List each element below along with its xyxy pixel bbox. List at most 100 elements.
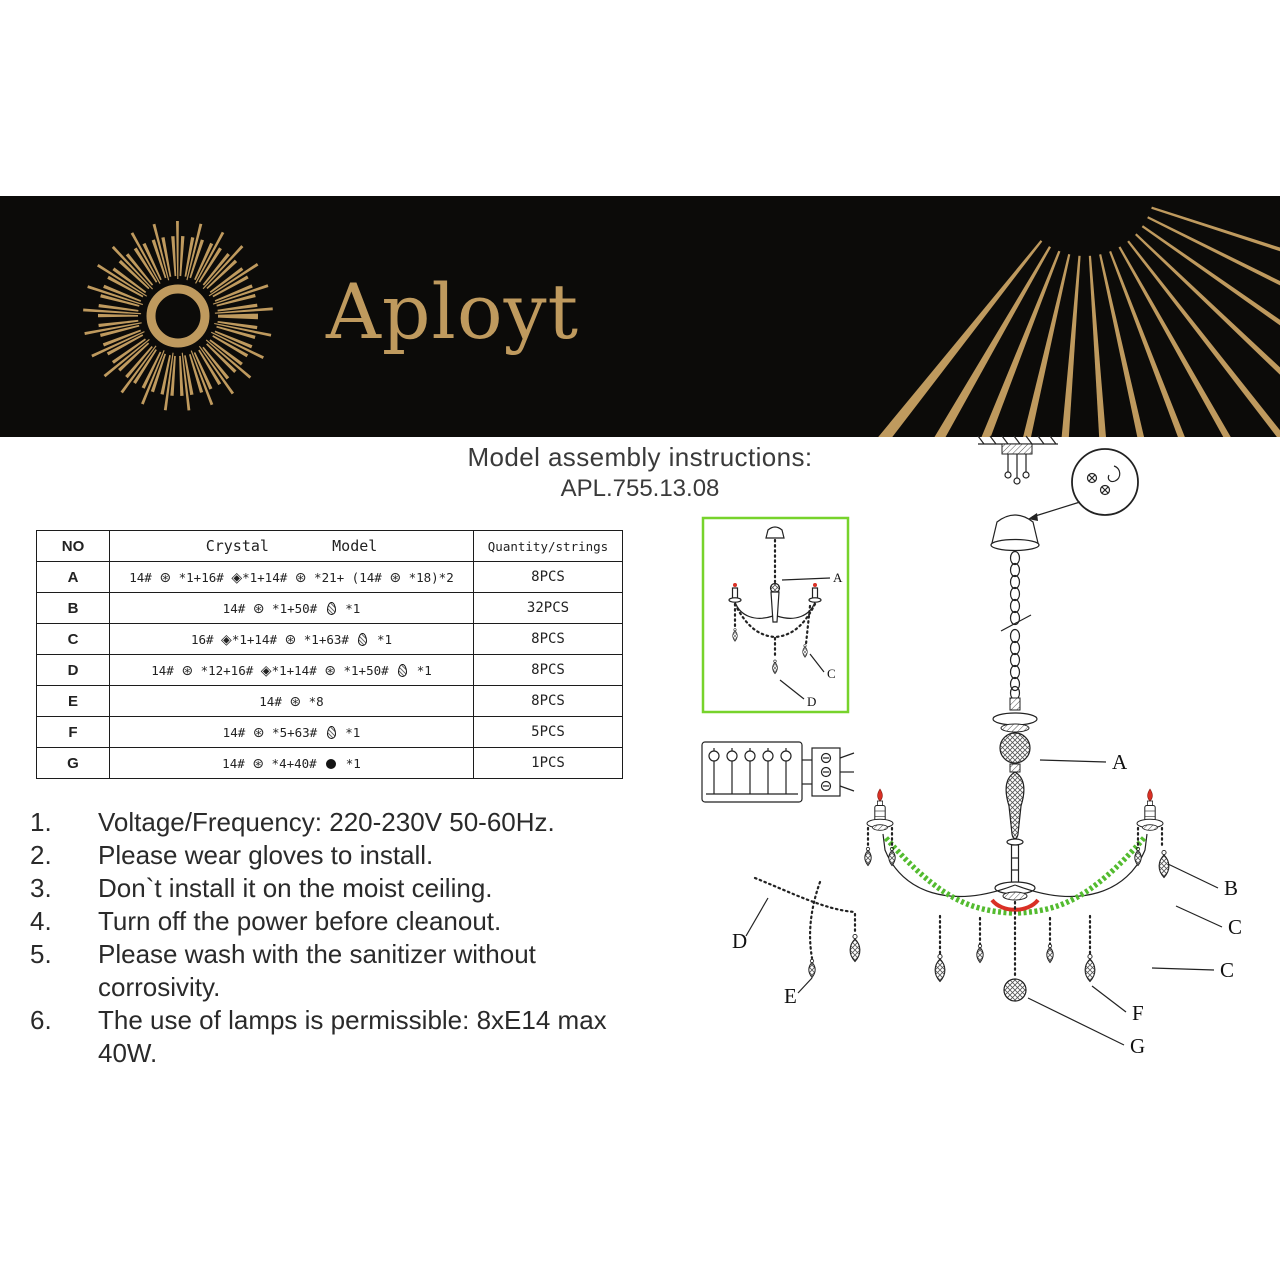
inset-diagram: A C D [701,516,850,714]
row-crystal-spec: 14# ⊛ *1+16# ◈*1+14# ⊛ *21+ (14# ⊛ *18)*… [109,561,474,593]
bead-crystal-icon: ⊛ [284,631,297,648]
diamond-crystal-icon: ◈ [231,569,243,586]
drop-crystal-icon [358,632,368,646]
diagram-label-f: F [1132,1001,1144,1025]
bead-crystal-icon: ⊛ [294,569,307,586]
diagram-label-e: E [784,984,797,1008]
instruction-text: The use of lamps is permissible: 8xE14 m… [98,1005,607,1068]
row-quantity: 8PCS [473,623,623,655]
header-no: NO [36,530,110,562]
row-quantity: 8PCS [473,685,623,717]
gold-ray [1109,251,1185,437]
gold-ray [1147,216,1280,286]
page-title: Model assembly instructions: [467,442,813,472]
model-number: APL.755.13.08 [560,475,720,502]
wiring-diagram [701,741,855,803]
row-quantity: 5PCS [473,716,623,748]
gold-ray [934,246,1051,437]
bead-crystal-icon: ⊛ [252,724,265,741]
instruction-number: 2. [30,840,52,870]
canopy-and-chain [990,514,1040,701]
gold-ray [1127,240,1280,437]
row-crystal-spec: 16# ◈*1+14# ⊛ *1+63# *1 [109,623,474,655]
bead-crystal-icon: ⊛ [181,662,194,679]
instruction-item: 3. Don`t install it on the moist ceiling. [30,872,660,905]
instruction-number: 3. [30,873,52,903]
instruction-number: 1. [30,807,52,837]
assembly-diagram: A C D [701,435,1242,1058]
chandelier-body [753,697,1170,1002]
header-crystal-model: Crystal Model [109,530,474,562]
bead-crystal-icon: ⊛ [324,662,336,679]
gold-ray [1118,246,1231,437]
gold-ray [981,250,1061,437]
header-quantity: Quantity/strings [473,530,623,562]
diagram-label-a: A [1112,750,1128,774]
diagram-label-g: G [1130,1034,1145,1058]
gold-ray [1088,255,1106,437]
inset-label-c: C [827,666,836,681]
instruction-text: Please wear gloves to install. [98,840,434,870]
gold-rays-decoration [878,206,1280,437]
row-crystal-spec: 14# ⊛ *8 [109,685,474,717]
gold-ray [1061,255,1081,437]
diamond-crystal-icon: ◈ [221,631,232,648]
gold-ray [1135,233,1280,375]
drop-crystal-icon [398,663,408,677]
diagram-label-b: B [1224,876,1238,900]
instruction-item: 5. Please wash with the sanitizer without… [30,938,660,1004]
brand-banner: Aployt [0,196,1280,437]
bead-crystal-icon: ⊛ [252,755,265,772]
instruction-item: 4.Turn off the power before cleanout. [30,905,660,938]
diagram-labels: A B C C D E F G [732,750,1242,1058]
row-crystal-spec: 14# ⊛ *4+40# *1 [109,747,474,779]
row-no: G [36,747,110,779]
row-no: A [36,561,110,593]
sunburst-logo-icon [83,221,273,411]
bead-crystal-icon: ⊛ [289,693,302,710]
title-block: Model assembly instructions: APL.755.13.… [0,442,1280,503]
diagram-label-c1: C [1228,915,1242,939]
instruction-text: Don`t install it on the moist ceiling. [98,873,493,903]
diagram-label-c2: C [1220,958,1234,982]
bead-crystal-icon: ⊛ [389,569,402,586]
row-no: B [36,592,110,624]
drop-crystal-icon [326,601,336,615]
ceiling-mount-sketch [977,435,1058,485]
row-crystal-spec: 14# ⊛ *5+63# *1 [109,716,474,748]
row-no: D [36,654,110,686]
row-quantity: 1PCS [473,747,623,779]
gold-ray [878,240,1043,437]
row-quantity: 8PCS [473,561,623,593]
row-no: E [36,685,110,717]
row-no: C [36,623,110,655]
drop-crystal-icon [326,725,336,739]
row-crystal-spec: 14# ⊛ *12+16# ◈*1+14# ⊛ *1+50# *1 [109,654,474,686]
row-no: F [36,716,110,748]
instruction-number: 6. [30,1005,52,1035]
instruction-item: 6. The use of lamps is permissible: 8xE14… [30,1004,660,1070]
instruction-number: 5. [30,939,52,969]
bead-crystal-icon: ⊛ [159,569,172,586]
gold-ray [1023,254,1071,437]
row-quantity: 8PCS [473,654,623,686]
bead-crystal-icon: ⊛ [252,600,265,617]
inset-label-a: A [833,570,843,585]
row-quantity: 32PCS [473,592,623,624]
diagram-label-d: D [732,929,747,953]
brand-name: Aployt [326,266,580,356]
row-crystal-spec: 14# ⊛ *1+50# *1 [109,592,474,624]
instruction-number: 4. [30,906,52,936]
table-header-row: NO Crystal Model Quantity/strings [36,530,623,562]
instruction-text: Please wash with the sanitizer without c… [98,939,536,1002]
gold-ray [1151,206,1280,252]
gold-ray [1099,254,1145,437]
